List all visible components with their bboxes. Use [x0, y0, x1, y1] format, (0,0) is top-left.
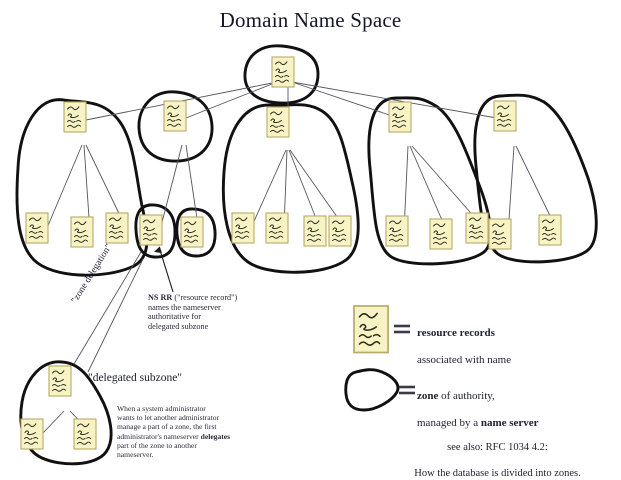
- rr-node-right-parent[interactable]: [388, 101, 412, 133]
- legend-resource-record-text: resource records associated with name: [417, 313, 607, 381]
- rr-node-center-child-2[interactable]: [265, 212, 289, 244]
- legend-zone-swatch: [344, 368, 400, 412]
- rr-node-center-child-4[interactable]: [328, 215, 352, 247]
- rr-node-right-child-1[interactable]: [385, 215, 409, 247]
- legend-rr-line1: resource records: [417, 326, 495, 339]
- edge-root-delegating: [185, 81, 278, 119]
- ns-rr-annotation: NS RR ("resource record") names the name…: [148, 293, 258, 331]
- rr-node-right-child-2[interactable]: [429, 218, 453, 250]
- rr-node-center-parent[interactable]: [266, 106, 290, 138]
- rr-node-left-child-3[interactable]: [105, 212, 129, 244]
- rr-node-farright-parent[interactable]: [493, 100, 517, 132]
- legend-zone-text: zone of authority, managed by a name ser…: [417, 376, 607, 444]
- edge-root-farright: [291, 81, 509, 121]
- zone-outline-delegated-subzone[interactable]: [134, 203, 177, 259]
- delegation-paragraph-tail: part of the zone to another nameserver.: [117, 440, 197, 460]
- legend-rr-equals-icon: [394, 324, 410, 334]
- zone-outline-root[interactable]: [243, 44, 320, 105]
- footer-note: see also: RFC 1034 4.2: How the database…: [380, 428, 615, 480]
- delegation-paragraph: When a system administrator wants to let…: [117, 404, 245, 459]
- rr-node-bottomleft-parent[interactable]: [48, 365, 72, 397]
- rr-node-left-child-1[interactable]: [25, 212, 49, 244]
- delegation-paragraph-text: When a system administrator wants to let…: [117, 404, 220, 441]
- zone-outline-center[interactable]: [221, 103, 360, 274]
- rr-node-bottomleft-child-1[interactable]: [20, 418, 44, 450]
- rr-node-farright-child-2[interactable]: [538, 214, 562, 246]
- rr-node-left-child-2[interactable]: [70, 216, 94, 248]
- legend-zone-line2: managed by a name server: [417, 417, 607, 431]
- legend-zone-bold: zone: [417, 389, 439, 402]
- legend-zone-line1: zone of authority,: [417, 390, 607, 404]
- legend-zone-equals-icon: [399, 385, 415, 395]
- footer-line2: How the database is divided into zones.: [414, 468, 581, 479]
- annotation-leaders: [73, 250, 174, 373]
- legend-graphics: [344, 305, 415, 412]
- ns-rr-bold-label: NS RR: [148, 293, 173, 302]
- legend-rr-swatch: [353, 305, 389, 354]
- rr-node-delegated-subzone[interactable]: [139, 214, 163, 246]
- legend-zone-line2-prefix: managed by a: [417, 416, 481, 429]
- delegated-subzone-label: "delegated subzone": [88, 372, 183, 384]
- edge-root-right: [291, 81, 405, 121]
- footer-line1: see also: RFC 1034 4.2:: [447, 442, 548, 453]
- zone-outline-right[interactable]: [367, 96, 492, 266]
- zone-outline-far-right[interactable]: [473, 93, 598, 264]
- zone-outline-bottom-left[interactable]: [19, 360, 113, 466]
- edge-deleg-c1: [159, 144, 183, 231]
- rr-node-center-child-1[interactable]: [231, 212, 255, 244]
- zone-outline-left[interactable]: [15, 98, 149, 277]
- ns-rr-annotation-text: ("resource record") names the nameserver…: [148, 293, 238, 331]
- leader-ns-rr-arrow[interactable]: [160, 250, 174, 293]
- rr-node-small-right[interactable]: [180, 216, 204, 248]
- rr-node-left-parent[interactable]: [63, 101, 87, 133]
- rr-node-farright-child-1[interactable]: [488, 218, 512, 250]
- rr-node-bottomleft-child-2[interactable]: [73, 418, 97, 450]
- legend-zone-line1-rest: of authority,: [438, 389, 495, 402]
- edge-left-c1: [46, 144, 83, 229]
- edge-bottomleft-c1: [41, 410, 65, 435]
- rr-node-delegating-parent[interactable]: [163, 100, 187, 132]
- page-title: Domain Name Space: [219, 8, 402, 32]
- legend-rr-line2: associated with name: [417, 353, 512, 366]
- delegates-bold-word: delegates: [200, 431, 231, 441]
- edge-center-c1: [250, 149, 287, 229]
- legend-zone-line2-bold: name server: [480, 416, 539, 429]
- leader-zone-delegation: [73, 251, 142, 365]
- zone-outline-small-right[interactable]: [175, 207, 217, 258]
- rr-node-right-child-3[interactable]: [465, 212, 489, 244]
- leader-delegated-subzone: [87, 258, 144, 373]
- rr-node-root[interactable]: [271, 56, 295, 88]
- rr-node-center-child-3[interactable]: [303, 215, 327, 247]
